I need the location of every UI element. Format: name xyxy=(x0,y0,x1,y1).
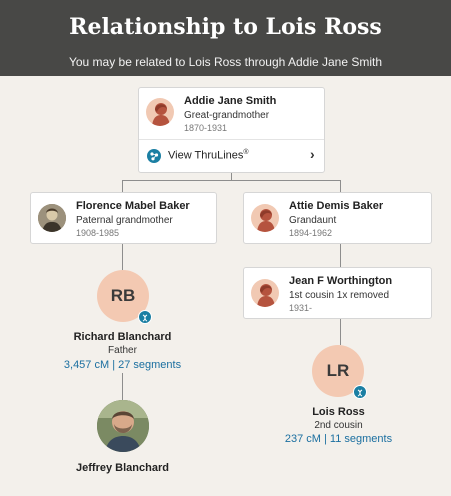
grandmother-card[interactable]: Florence Mabel Baker Paternal grandmothe… xyxy=(30,192,217,244)
jeffrey-photo xyxy=(97,400,149,452)
richard-name[interactable]: Richard Blanchard xyxy=(73,331,172,343)
cousin-relationship: 1st cousin 1x removed xyxy=(289,290,390,301)
ancestor-dates: 1870-1931 xyxy=(184,123,228,133)
grandmother-relationship: Paternal grandmother xyxy=(76,215,173,226)
lois-shared-dna-link[interactable]: 237 cM | 11 segments xyxy=(284,433,393,445)
female-silhouette-icon xyxy=(251,204,279,232)
thrulines-icon xyxy=(147,149,161,163)
ancestor-card[interactable]: Addie Jane Smith Great-grandmother 1870-… xyxy=(138,87,325,173)
grandmother-name: Florence Mabel Baker xyxy=(76,200,190,212)
connector-horizontal xyxy=(122,180,341,181)
dna-icon xyxy=(353,385,367,399)
connector-cousin-to-lois xyxy=(340,318,341,345)
thrulines-text: View ThruLines xyxy=(168,149,244,162)
female-silhouette-icon xyxy=(146,98,174,126)
view-thrulines-label: View ThruLines® xyxy=(168,149,249,162)
grandaunt-relationship: Grandaunt xyxy=(289,215,337,226)
richard-relationship: Father xyxy=(108,345,137,356)
richard-shared-dna-link[interactable]: 3,457 cM | 27 segments xyxy=(63,359,182,371)
connector-ancestor-down xyxy=(231,172,232,180)
ancestor-name: Addie Jane Smith xyxy=(184,95,277,107)
connector-right-to-cousin xyxy=(340,243,341,267)
registered-mark: ® xyxy=(243,149,249,156)
view-thrulines-button[interactable]: View ThruLines® › xyxy=(139,140,324,172)
page-header: Relationship to Lois Ross You may be rel… xyxy=(0,0,451,76)
card-divider xyxy=(139,139,324,140)
grandaunt-dates: 1894-1962 xyxy=(289,228,333,238)
connector-right-down xyxy=(340,180,341,193)
connector-left-down xyxy=(122,180,123,193)
ancestor-relationship: Great-grandmother xyxy=(184,110,270,121)
chevron-right-icon: › xyxy=(310,146,315,162)
lois-name[interactable]: Lois Ross xyxy=(312,406,365,418)
page-title: Relationship to Lois Ross xyxy=(69,14,382,40)
cousin-dates: 1931- xyxy=(289,303,313,313)
jeffrey-name: Jeffrey Blanchard xyxy=(76,462,169,474)
connector-left-to-match xyxy=(122,243,123,270)
lois-relationship: 2nd cousin xyxy=(314,420,363,431)
female-silhouette-icon xyxy=(251,279,279,307)
richard-initials-avatar[interactable]: RB xyxy=(97,270,149,322)
cousin-card[interactable]: Jean F Worthington 1st cousin 1x removed… xyxy=(243,267,432,319)
florence-photo xyxy=(38,204,66,232)
grandmother-dates: 1908-1985 xyxy=(76,228,120,238)
page-subtitle: You may be related to Lois Ross through … xyxy=(68,55,383,69)
cousin-name: Jean F Worthington xyxy=(289,275,393,287)
grandaunt-name: Attie Demis Baker xyxy=(289,200,384,212)
dna-icon xyxy=(138,310,152,324)
grandaunt-card[interactable]: Attie Demis Baker Grandaunt 1894-1962 xyxy=(243,192,432,244)
connector-richard-to-jeffrey xyxy=(122,373,123,400)
